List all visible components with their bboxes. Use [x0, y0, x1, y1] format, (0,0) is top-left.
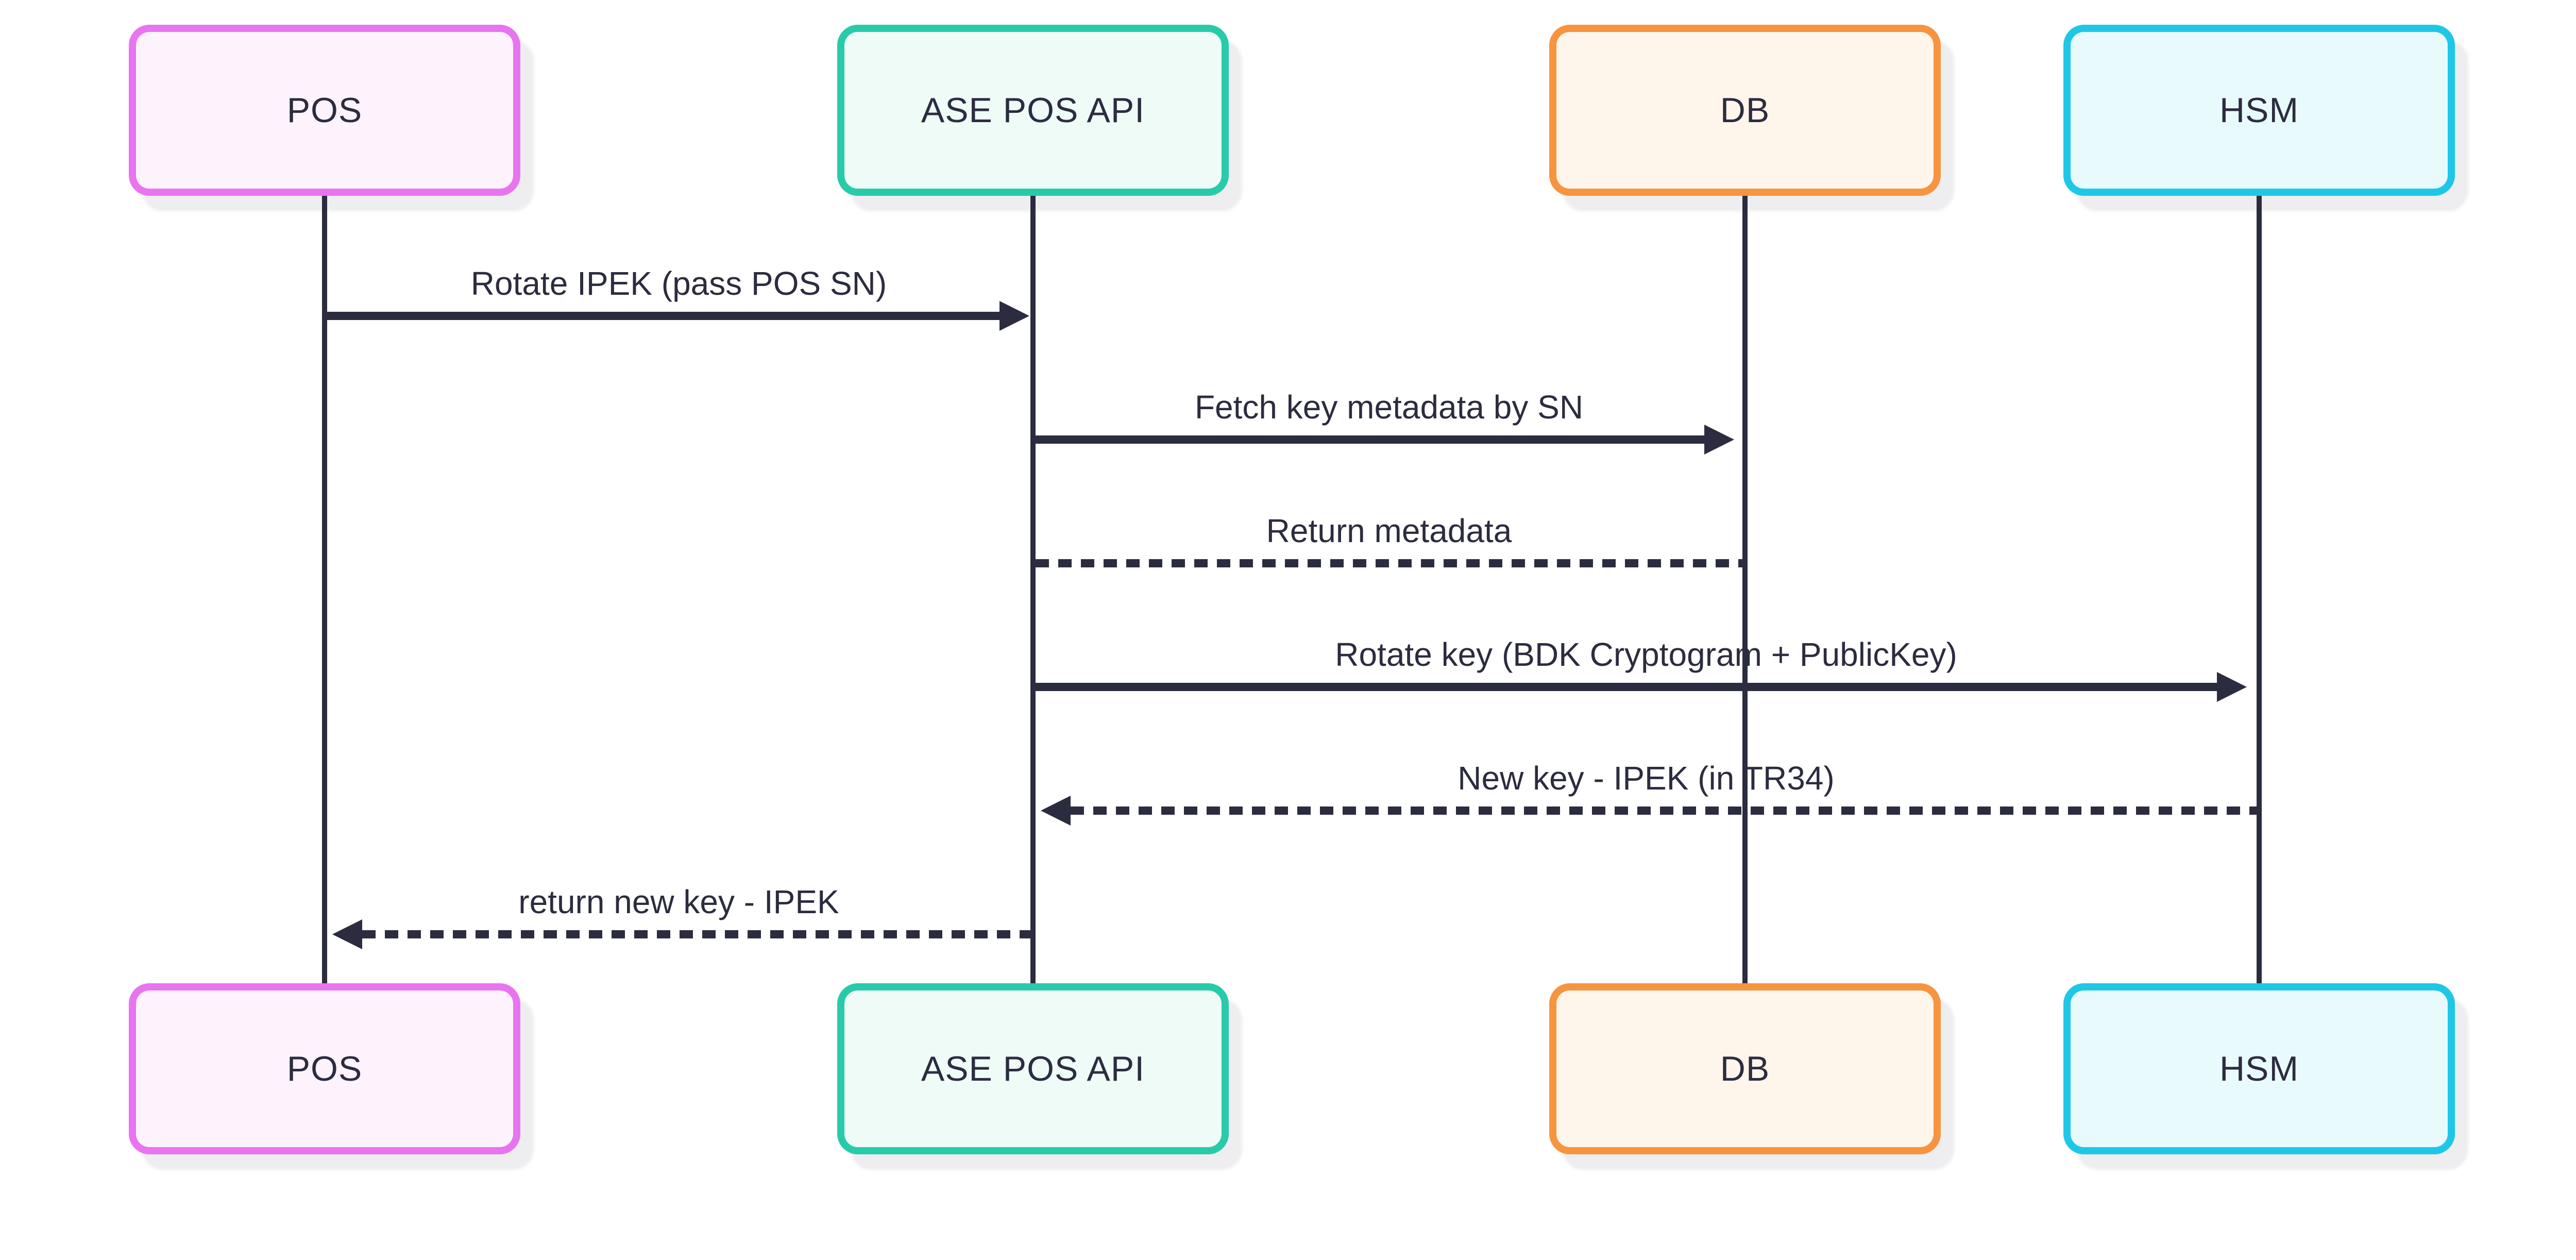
message-1-line [325, 312, 1003, 320]
message-1-label: Rotate IPEK (pass POS SN) [470, 265, 887, 302]
message-6-line [362, 930, 1033, 938]
message-6-arrowhead-icon [332, 919, 362, 949]
message-3-label: Return metadata [1266, 512, 1512, 549]
message-5-arrowhead-icon [1041, 796, 1071, 826]
lifeline-db [1742, 195, 1748, 985]
message-5-label: New key - IPEK (in TR34) [1458, 760, 1835, 797]
actor-label-pos-bottom: POS [286, 1049, 363, 1088]
message-3-line [1036, 559, 1744, 567]
actor-bottom-ase-pos-api: ASE POS API [837, 983, 1229, 1154]
actor-top-ase-pos-api: ASE POS API [837, 25, 1229, 196]
lifeline-ase-pos-api [1030, 195, 1036, 985]
message-1-arrowhead-icon [999, 301, 1029, 331]
message-4-label: Rotate key (BDK Cryptogram + PublicKey) [1335, 636, 1957, 673]
actor-label-hsm-bottom: HSM [2219, 1049, 2299, 1088]
message-2-arrowhead-icon [1704, 425, 1734, 455]
message-2-line [1033, 435, 1705, 444]
actor-bottom-pos: POS [129, 983, 520, 1154]
actor-bottom-db: DB [1549, 983, 1941, 1154]
actor-top-hsm: HSM [2063, 25, 2455, 196]
message-2-label: Fetch key metadata by SN [1194, 389, 1584, 426]
actor-label-db-bottom: DB [1720, 1049, 1770, 1088]
actor-bottom-hsm: HSM [2063, 983, 2455, 1154]
actor-label-ase-pos-api: ASE POS API [921, 91, 1145, 130]
lifeline-pos [322, 195, 327, 985]
actor-label-db: DB [1720, 91, 1770, 130]
actor-label-pos: POS [286, 91, 363, 130]
lifeline-hsm [2257, 195, 2262, 985]
actor-label-ase-pos-api-bottom: ASE POS API [921, 1049, 1145, 1088]
message-6-label: return new key - IPEK [518, 883, 839, 920]
actor-label-hsm: HSM [2219, 91, 2299, 130]
message-4-line [1033, 683, 2218, 691]
message-5-line [1071, 807, 2259, 815]
actor-top-pos: POS [129, 25, 520, 196]
message-4-arrowhead-icon [2217, 672, 2247, 702]
actor-top-db: DB [1549, 25, 1941, 196]
